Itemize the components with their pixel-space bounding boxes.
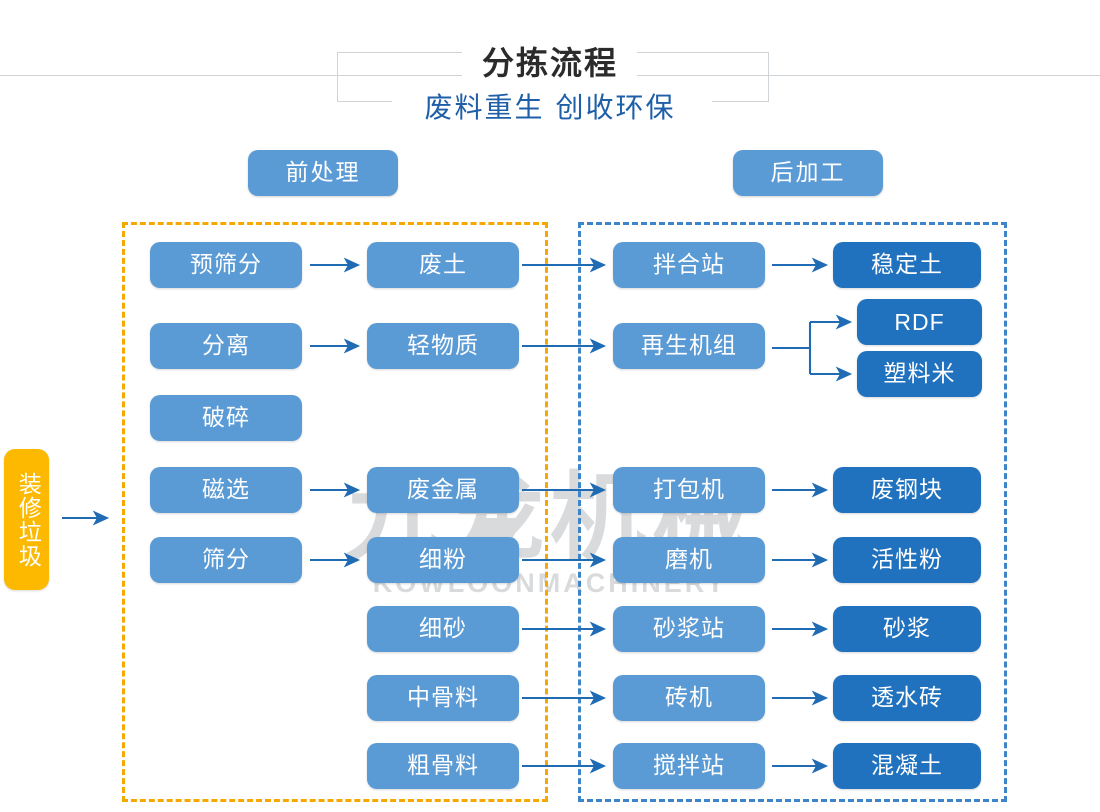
stage-label-pre-processing[interactable]: 前处理 <box>248 150 398 196</box>
page-subtitle: 废料重生 创收环保 <box>424 91 676 124</box>
node-mortar[interactable]: 砂浆 <box>833 606 981 652</box>
zone-post-processing <box>578 222 1007 802</box>
node-light-material[interactable]: 轻物质 <box>367 323 519 369</box>
node-active-powder[interactable]: 活性粉 <box>833 537 981 583</box>
node-fine-sand[interactable]: 细砂 <box>367 606 519 652</box>
node-scrap-metal[interactable]: 废金属 <box>367 467 519 513</box>
node-magnetic-separation[interactable]: 磁选 <box>150 467 302 513</box>
node-stabilized-soil[interactable]: 稳定土 <box>833 242 981 288</box>
node-screening[interactable]: 筛分 <box>150 537 302 583</box>
node-baler[interactable]: 打包机 <box>613 467 765 513</box>
node-permeable-brick[interactable]: 透水砖 <box>833 675 981 721</box>
header-subtitle-backdrop <box>392 84 712 120</box>
node-mixer-station[interactable]: 搅拌站 <box>613 743 765 789</box>
node-brick-machine[interactable]: 砖机 <box>613 675 765 721</box>
node-mill[interactable]: 磨机 <box>613 537 765 583</box>
source-node-construction-waste[interactable]: 装修垃圾 <box>4 449 49 590</box>
node-pre-screening[interactable]: 预筛分 <box>150 242 302 288</box>
node-rdf[interactable]: RDF <box>857 299 982 345</box>
node-medium-aggregate[interactable]: 中骨料 <box>367 675 519 721</box>
node-coarse-aggregate[interactable]: 粗骨料 <box>367 743 519 789</box>
header-title-backdrop <box>462 38 637 78</box>
stage-label-post-processing[interactable]: 后加工 <box>733 150 883 196</box>
node-scrap-steel[interactable]: 废钢块 <box>833 467 981 513</box>
page-title: 分拣流程 <box>481 44 618 82</box>
node-fine-powder[interactable]: 细粉 <box>367 537 519 583</box>
node-crushing[interactable]: 破碎 <box>150 395 302 441</box>
node-recycling-unit[interactable]: 再生机组 <box>613 323 765 369</box>
node-plastic-pellets[interactable]: 塑料米 <box>857 351 982 397</box>
node-concrete[interactable]: 混凝土 <box>833 743 981 789</box>
node-mixing-station[interactable]: 拌合站 <box>613 242 765 288</box>
node-separation[interactable]: 分离 <box>150 323 302 369</box>
node-waste-soil[interactable]: 废土 <box>367 242 519 288</box>
zone-pre-processing <box>122 222 548 802</box>
node-mortar-station[interactable]: 砂浆站 <box>613 606 765 652</box>
